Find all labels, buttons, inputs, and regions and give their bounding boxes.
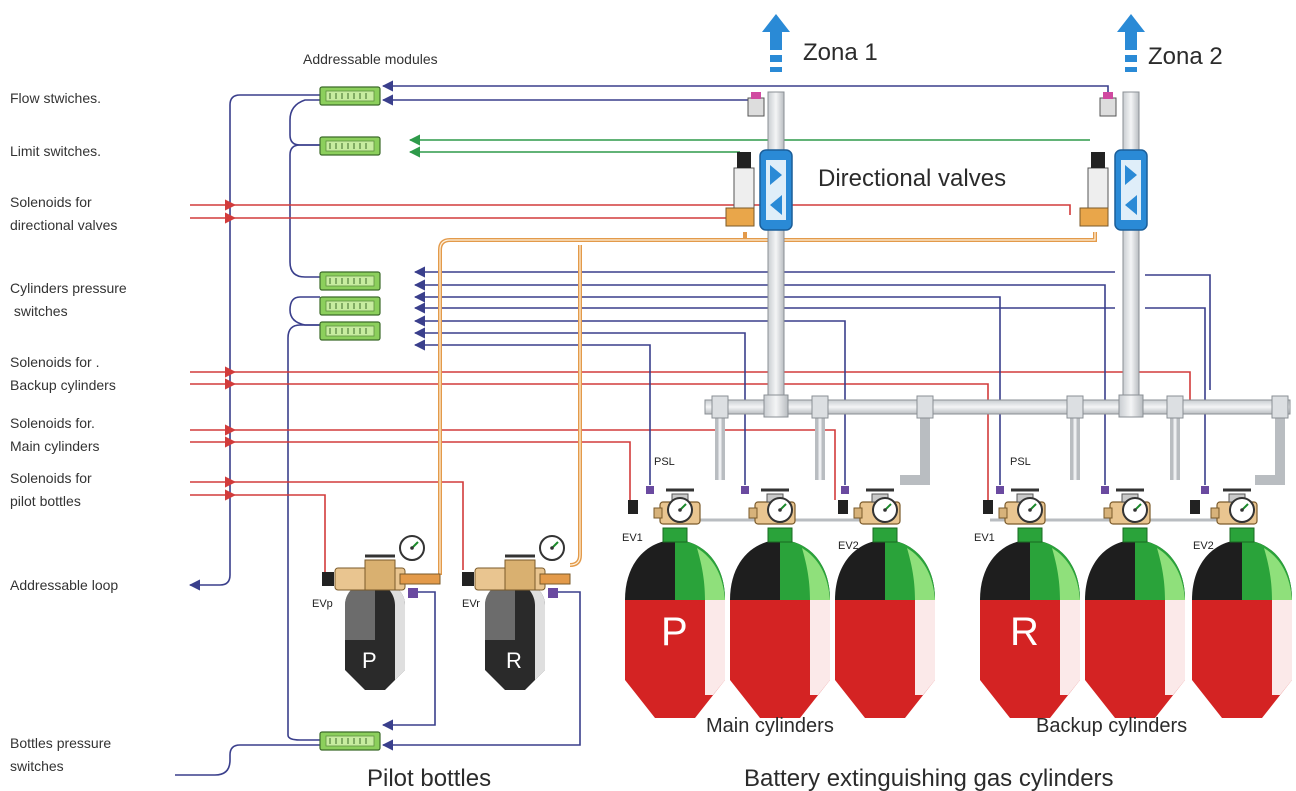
module-cylinders-pressure-3	[319, 321, 381, 341]
label-evr: EVr	[462, 598, 480, 610]
top-labels: Addressable modules Zona 1 Zona 2 Direct…	[303, 39, 1223, 192]
label-addressable-loop: Addressable loop	[10, 577, 118, 593]
main-cylinder-3	[834, 488, 936, 719]
label-solenoids-directional-2: directional valves	[10, 217, 117, 233]
label-main-cylinders: Main cylinders	[706, 715, 834, 737]
main-cylinder-1	[624, 488, 726, 719]
label-solenoids-main-2: Main cylinders	[10, 438, 99, 454]
label-ev1-main: EV1	[622, 532, 643, 544]
left-labels: Flow stwiches. Limit switches. Solenoids…	[10, 90, 127, 774]
letter-pilot-p: P	[362, 648, 377, 673]
label-solenoids-main-1: Solenoids for.	[10, 415, 95, 431]
label-zona-2: Zona 2	[1148, 43, 1223, 70]
directional-valve-zona-2	[1079, 92, 1148, 231]
label-solenoids-pilot-2: pilot bottles	[10, 493, 81, 509]
label-evp: EVp	[312, 598, 333, 610]
limit-switch-wiring	[408, 134, 1090, 158]
label-solenoids-backup-2: Backup cylinders	[10, 377, 116, 393]
module-cylinders-pressure-2	[319, 296, 381, 316]
pilot-bottle-p	[322, 535, 441, 690]
solenoid-blocks	[628, 500, 1200, 514]
label-directional-valves: Directional valves	[818, 165, 1006, 192]
module-bottles-pressure	[319, 731, 381, 751]
letter-main-p: P	[661, 610, 688, 654]
backup-cylinder-1	[979, 488, 1081, 719]
label-pilot-bottles: Pilot bottles	[367, 765, 491, 791]
label-ev2-main: EV2	[838, 540, 859, 552]
directional-valve-zona-1	[725, 92, 793, 231]
tank-letters: P R P R	[362, 610, 1039, 673]
zone-outlet-arrow-1	[762, 14, 790, 72]
label-solenoids-pilot-1: Solenoids for	[10, 470, 92, 486]
label-solenoids-directional-1: Solenoids for	[10, 194, 92, 210]
bottom-labels: Main cylinders Backup cylinders Pilot bo…	[367, 715, 1187, 791]
letter-pilot-r: R	[506, 648, 522, 673]
component-labels: PSL PSL EV1 EV2 EV1 EV2 EVp EVr	[312, 456, 1214, 610]
pressure-switch-heads	[646, 486, 1209, 494]
solenoid-wiring	[190, 199, 1191, 572]
label-cylinders-pressure-2: switches	[10, 303, 68, 319]
label-bottles-pressure-2: switches	[10, 758, 64, 774]
label-flow-switches: Flow stwiches.	[10, 90, 101, 106]
label-psl-backup: PSL	[1010, 456, 1031, 468]
label-psl-main: PSL	[654, 456, 675, 468]
label-cylinders-pressure-1: Cylinders pressure	[10, 280, 127, 296]
label-limit-switches: Limit switches.	[10, 143, 101, 159]
module-cylinders-pressure-1	[319, 271, 381, 291]
pilot-bottle-r	[462, 535, 571, 690]
addressable-loop-wiring	[175, 94, 320, 776]
module-flow-switches	[319, 86, 381, 106]
label-battery: Battery extinguishing gas cylinders	[744, 765, 1114, 791]
label-ev2-backup: EV2	[1193, 540, 1214, 552]
label-addressable-modules: Addressable modules	[303, 51, 438, 67]
label-zona-1: Zona 1	[803, 39, 878, 66]
backup-cylinder-3	[1191, 488, 1293, 719]
pressure-switch-wiring	[381, 80, 1211, 751]
letter-backup-r: R	[1010, 610, 1039, 654]
label-ev1-backup: EV1	[974, 532, 995, 544]
label-bottles-pressure-1: Bottles pressure	[10, 735, 111, 751]
label-backup-cylinders: Backup cylinders	[1036, 715, 1187, 737]
zone-outlet-arrow-2	[1117, 14, 1145, 72]
label-solenoids-backup-1: Solenoids for .	[10, 354, 100, 370]
module-limit-switches	[319, 136, 381, 156]
pilot-gas-pipes-highlight	[439, 232, 1096, 575]
backup-cylinder-2	[1084, 488, 1186, 719]
main-cylinder-2	[729, 488, 831, 719]
